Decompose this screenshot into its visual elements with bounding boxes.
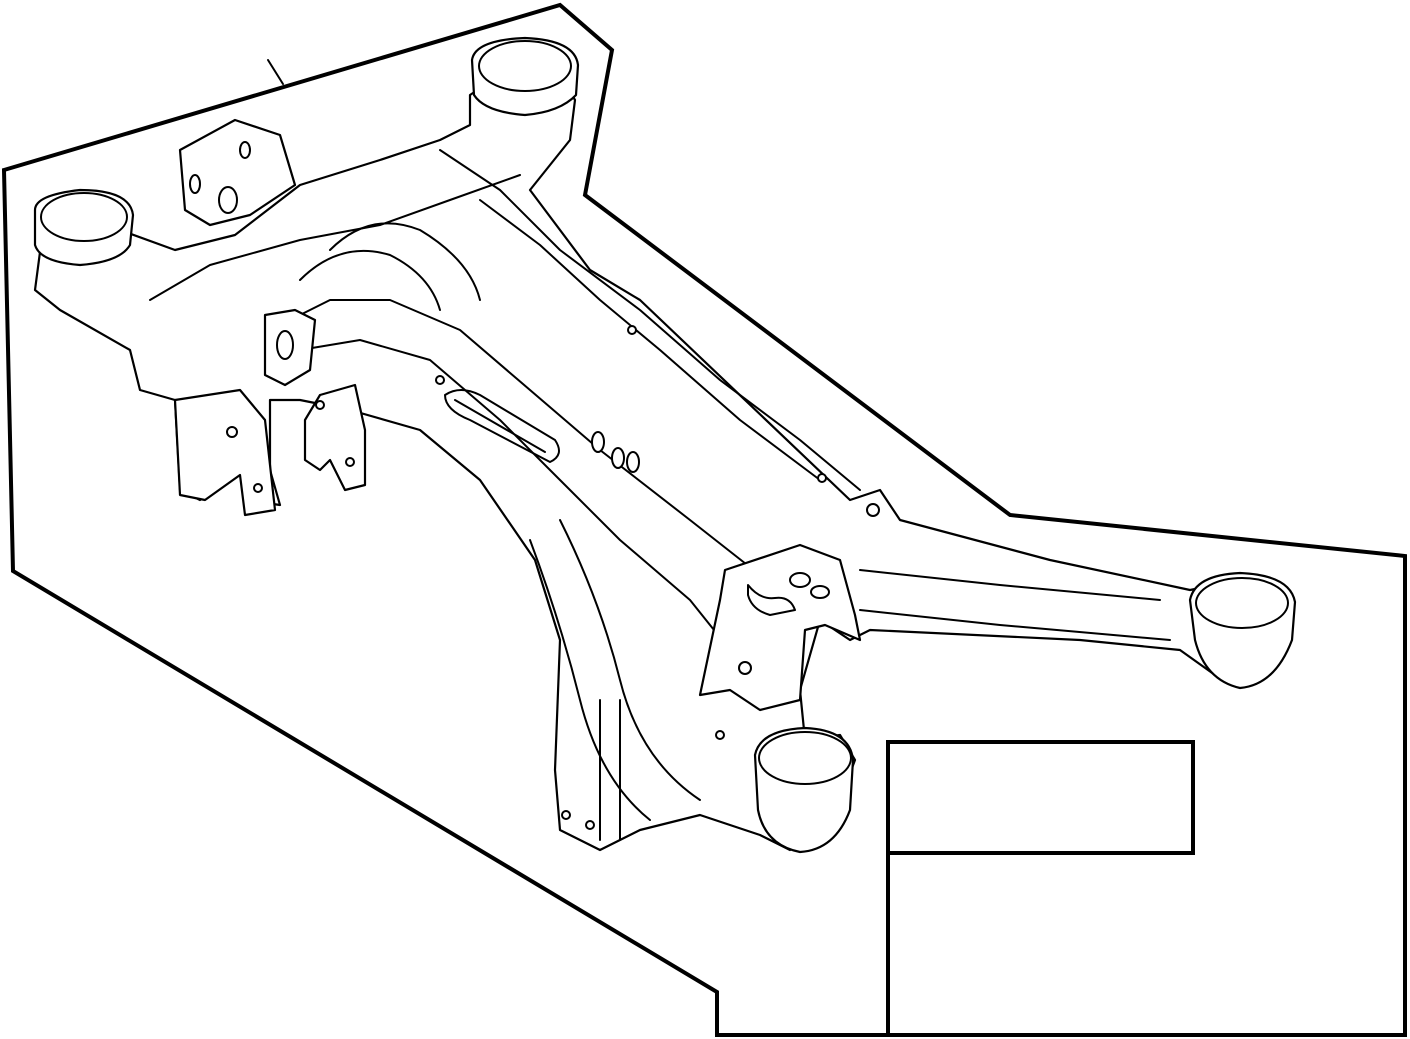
leader-line bbox=[267, 59, 284, 85]
front-right-bushing bbox=[1188, 571, 1297, 690]
rear-right-bushing bbox=[753, 726, 855, 854]
left-mount-bracket bbox=[173, 118, 367, 517]
front-left-bushing bbox=[33, 188, 135, 267]
right-mount-bracket bbox=[698, 543, 862, 740]
rear-left-bushing bbox=[470, 36, 580, 117]
